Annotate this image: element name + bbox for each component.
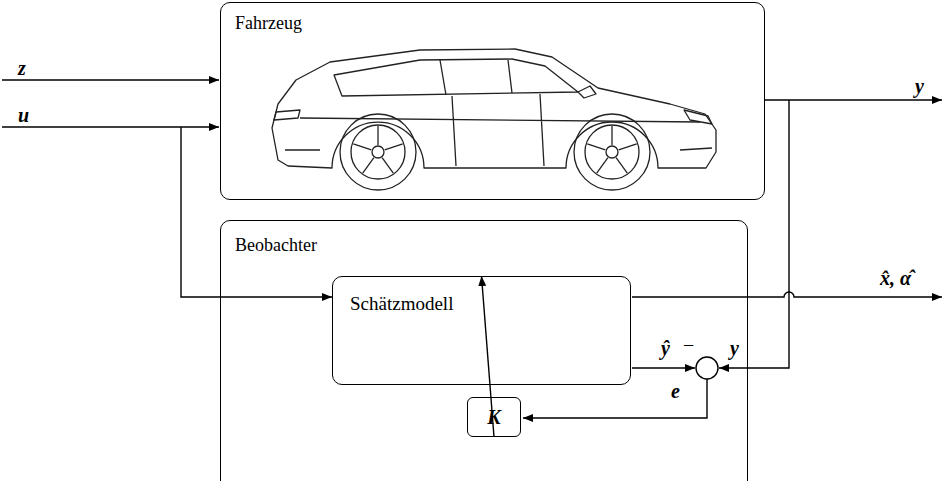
car-wheel: [574, 114, 650, 190]
branch-wire: [181, 127, 332, 297]
sum-junction: [696, 357, 718, 379]
wheel-spoke: [587, 144, 605, 150]
wheel-spoke: [616, 158, 627, 173]
estimate-wire: [632, 292, 942, 297]
signal-name: y: [730, 338, 739, 358]
wheel-spoke: [611, 126, 612, 145]
model-box: Schätzmodell: [332, 276, 631, 385]
box-title: Schätzmodell: [350, 293, 453, 316]
car-sill: [285, 148, 712, 150]
estimate-wire: [632, 367, 695, 368]
gain-box: K: [467, 397, 521, 437]
wheel-spoke: [597, 158, 608, 173]
car-pillar: [440, 60, 512, 95]
signal-name: u: [18, 105, 29, 125]
car-taillight: [274, 110, 300, 120]
box-title: Beobachter: [235, 235, 317, 257]
signal-name: x̂, α̂: [880, 268, 911, 288]
vehicle-box: Fahrzeug: [220, 2, 765, 200]
input-wire: [2, 79, 219, 80]
car-rim: [585, 125, 639, 179]
sign-label: −: [683, 335, 694, 355]
signal-name: y: [915, 76, 924, 96]
box-title: Fahrzeug: [235, 13, 302, 35]
signal-name: z: [18, 58, 26, 78]
gain-symbol: K: [487, 405, 500, 429]
wheel-spoke: [377, 126, 378, 145]
wheel-spoke: [619, 144, 637, 150]
car-mirror: [578, 86, 596, 98]
car-windows: [334, 59, 578, 96]
car-headlight: [684, 110, 712, 124]
signal-name: e: [671, 381, 680, 401]
wheel-spoke: [363, 158, 374, 173]
output-wire: [765, 99, 942, 100]
car-rim: [351, 125, 405, 179]
input-wire: [2, 126, 219, 127]
feedback-wire: [719, 100, 789, 368]
car-door-line: [300, 94, 700, 166]
wheel-spoke: [385, 144, 403, 150]
car-hub: [606, 146, 618, 158]
car-wheel: [340, 114, 416, 190]
car-hub: [372, 146, 384, 158]
wheel-spoke: [353, 144, 371, 150]
signal-name: ŷ: [661, 338, 670, 358]
wheel-spoke: [382, 158, 393, 173]
